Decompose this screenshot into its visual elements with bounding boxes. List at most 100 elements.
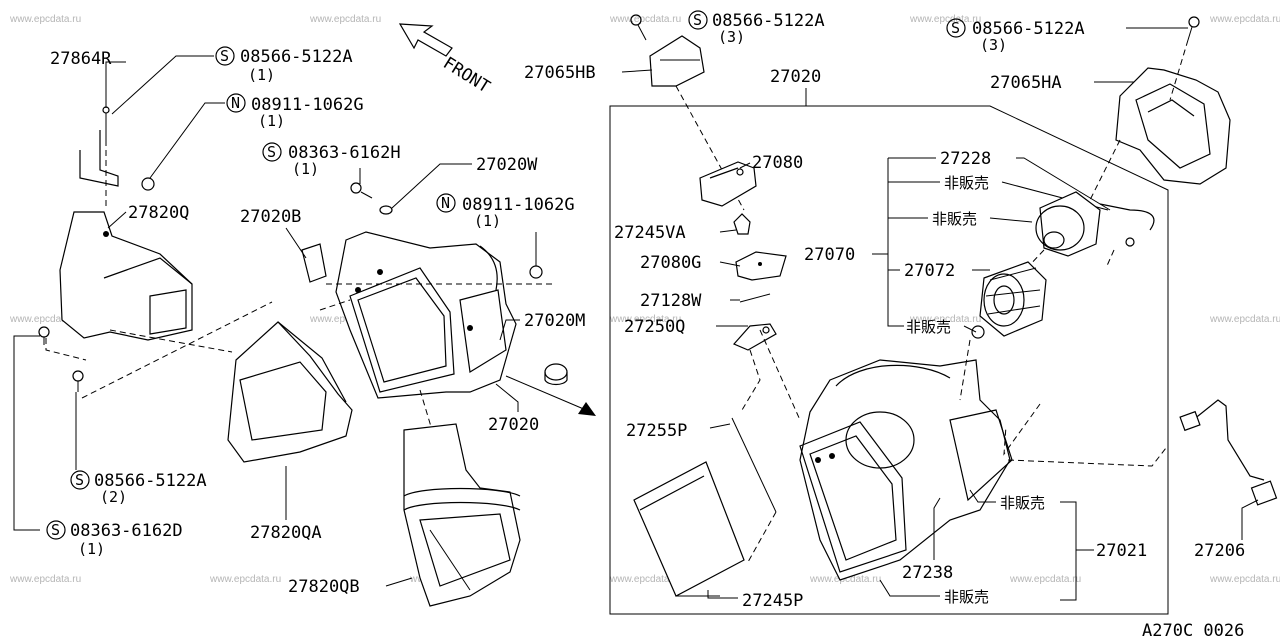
grommet-27020m	[544, 363, 568, 386]
assembly-frame	[609, 105, 1169, 615]
nut-icon	[971, 325, 985, 339]
part-label-27228: 27228	[940, 149, 991, 169]
fastener-s-icon	[262, 142, 282, 162]
part-label-s-08566-5122a: 08566-5122A	[94, 471, 207, 491]
not-for-sale-label: 非販売	[932, 210, 977, 228]
part-label-27864r: 27864R	[50, 49, 112, 69]
part-label-27080: 27080	[752, 153, 803, 173]
watermark: www.epcdata.ru	[809, 574, 881, 585]
part-label-s-08363-6162h: 08363-6162H	[288, 143, 401, 163]
duct-27820q	[59, 211, 193, 341]
fastener-s-icon	[215, 46, 235, 66]
part-label-27080g: 27080G	[640, 253, 701, 273]
part-label-27238: 27238	[902, 563, 953, 583]
bracket-27065hb	[649, 35, 705, 87]
part-qty: (1)	[248, 66, 275, 84]
part-label-27020m: 27020M	[524, 311, 585, 331]
part-label-s-08363-6162d: 08363-6162D	[70, 521, 183, 541]
watermark: www.epcdata.ru	[609, 574, 681, 585]
part-label-27245p: 27245P	[742, 591, 803, 611]
fastener-s-prefix: S	[51, 521, 60, 539]
watermark: www.epcdata.ru	[309, 314, 381, 325]
part-label-27245va: 27245VA	[614, 223, 686, 243]
fastener-n-prefix: N	[231, 94, 240, 112]
fastener-s-prefix: S	[693, 11, 702, 29]
clip-27020b	[301, 243, 327, 283]
part-label-27820qb: 27820QB	[288, 577, 360, 597]
part-label-27128w: 27128W	[640, 291, 702, 311]
part-label-27250q: 27250Q	[624, 317, 685, 337]
screw-icon	[38, 326, 50, 345]
motor-27228	[1035, 191, 1155, 257]
screw-icon	[72, 370, 84, 392]
front-arrow-icon	[398, 23, 453, 57]
part-label-27820q: 27820Q	[128, 203, 189, 223]
part-label-27072: 27072	[904, 261, 955, 281]
part-label-27020: 27020	[770, 67, 821, 87]
filter-27245p	[633, 461, 745, 597]
part-label-27255p: 27255P	[626, 421, 687, 441]
part-label-27020w: 27020W	[476, 155, 538, 175]
watermark: www.epcdata.ru	[9, 314, 81, 325]
nut-icon	[529, 265, 543, 279]
not-for-sale-label: 非販売	[944, 588, 989, 606]
fastener-n-icon	[226, 93, 246, 113]
fastener-n-prefix: N	[441, 194, 450, 212]
part-label-27070: 27070	[804, 245, 855, 265]
arrow-right-icon	[505, 375, 596, 416]
part-qty: (1)	[292, 160, 319, 178]
bracket-27864r	[79, 106, 155, 191]
heater-unit-27020	[335, 231, 517, 399]
part-label-27065hb: 27065HB	[524, 63, 596, 83]
watermark: www.epcdata.ru	[909, 14, 981, 25]
screw-icon	[350, 182, 373, 199]
clip-27245va	[733, 213, 751, 235]
part-label-27820qa: 27820QA	[250, 523, 322, 543]
bracket-27080g	[735, 251, 787, 281]
duct-27820qa	[227, 321, 353, 463]
watermark: www.epcdata.ru	[609, 14, 681, 25]
rod-27255p	[731, 417, 777, 513]
watermark: www.epcdata.ru	[1209, 14, 1280, 25]
part-label-n-08911-1062g: 08911-1062G	[462, 195, 575, 215]
fastener-s-icon	[70, 470, 90, 490]
fastener-s-prefix: S	[267, 143, 276, 161]
rod-27128w	[739, 293, 771, 303]
front-label: FRONT	[439, 53, 493, 97]
part-label-27206: 27206	[1194, 541, 1245, 561]
watermark: www.epcdata.ru	[9, 574, 81, 585]
part-qty: (2)	[100, 488, 127, 506]
fastener-s-prefix: S	[75, 471, 84, 489]
watermark: www.epcdata.ru	[209, 574, 281, 585]
part-label-27020: 27020	[488, 415, 539, 435]
part-label-27020b: 27020B	[240, 207, 301, 227]
watermark: www.epcdata.ru	[909, 314, 981, 325]
part-qty: (3)	[718, 28, 745, 46]
part-label-s-08566-5122a: 08566-5122A	[712, 11, 825, 31]
not-for-sale-label: 非販売	[944, 174, 989, 192]
part-qty: (3)	[980, 36, 1007, 54]
cover-27065ha	[1115, 67, 1231, 185]
part-qty: (1)	[78, 540, 105, 558]
fastener-s-icon	[46, 520, 66, 540]
fastener-s-prefix: S	[951, 19, 960, 37]
watermark: www.epcdata.ru	[9, 14, 81, 25]
watermark: www.epcdata.ru	[609, 314, 681, 325]
fastener-s-icon	[946, 18, 966, 38]
harness-27206	[1179, 399, 1278, 506]
part-label-27065ha: 27065HA	[990, 73, 1062, 93]
part-qty: (1)	[474, 212, 501, 230]
screw-icon	[1187, 16, 1200, 41]
fastener-s-icon	[688, 10, 708, 30]
screw-icon	[630, 14, 647, 41]
fan-27072	[979, 261, 1047, 337]
watermark: www.epcdata.ru	[309, 14, 381, 25]
part-label-s-08566-5122a: 08566-5122A	[240, 47, 353, 67]
fastener-n-icon	[436, 193, 456, 213]
watermark: www.epcdata.ru	[1009, 574, 1081, 585]
washer-icon	[379, 205, 393, 215]
watermark: www.epcdata.ru	[1209, 314, 1280, 325]
duct-27820qb	[403, 423, 521, 607]
blower-housing	[799, 359, 1013, 581]
